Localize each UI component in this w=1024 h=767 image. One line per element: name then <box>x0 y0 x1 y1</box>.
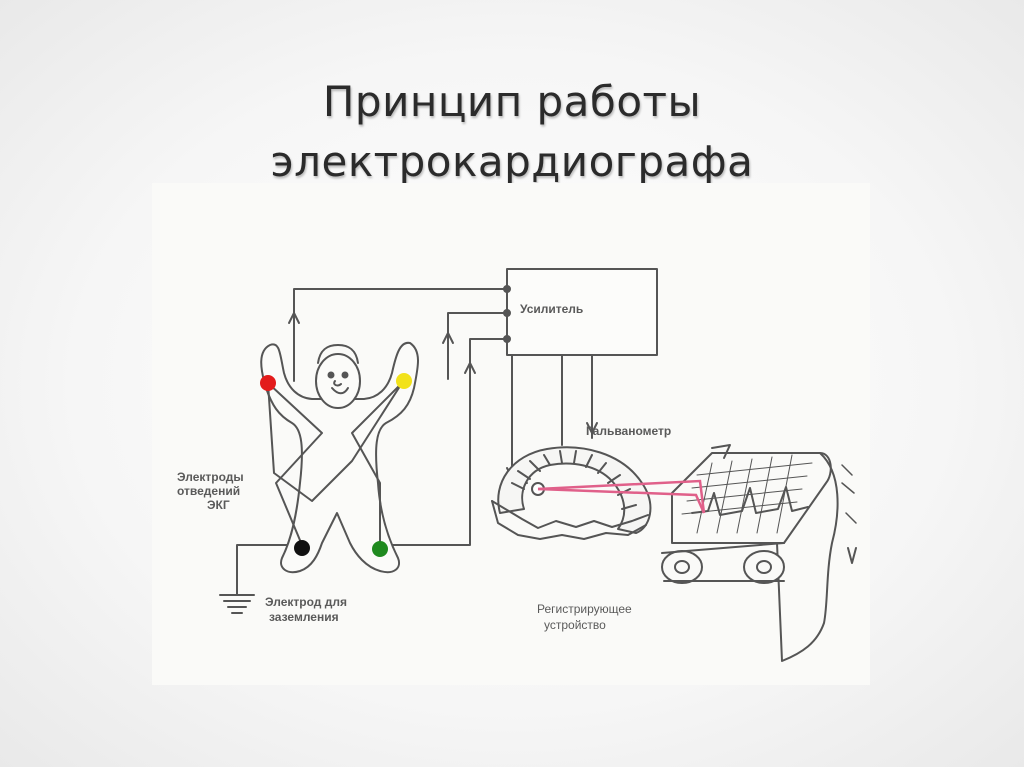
roller-right <box>743 550 785 584</box>
lead-wire-3 <box>351 382 403 546</box>
person-head <box>315 353 361 409</box>
lead-wire-2 <box>267 382 323 546</box>
title-line-2: электрокардиографа <box>270 137 754 186</box>
title-line-1: Принцип работы <box>322 77 702 126</box>
electrode-left-arm <box>396 373 412 389</box>
amplifier-box <box>506 268 658 356</box>
wire-right-arm <box>293 288 508 382</box>
ground-electrode-label-1: Электрод для <box>265 595 347 609</box>
lead-electrodes-label-3: ЭКГ <box>207 498 230 512</box>
ecg-diagram-svg: Усилитель Гальванометр Электроды отведен… <box>177 268 857 662</box>
lead-wire-1 <box>267 382 403 502</box>
slide-title: Принцип работы электрокардиографа <box>0 72 1024 192</box>
ecg-trace <box>691 486 809 516</box>
recorder-label-2: устройство <box>544 618 606 632</box>
ecg-diagram: Усилитель Гальванометр Электроды отведен… <box>152 183 870 685</box>
ground-electrode-label-2: заземления <box>269 610 339 624</box>
wire-left-leg <box>386 338 508 546</box>
person-body <box>260 341 419 574</box>
light-beam <box>537 479 706 514</box>
galvanometer-label: Гальванометр <box>586 424 671 438</box>
recorder-label-1: Регистрирующее <box>537 602 632 616</box>
electrode-left-leg <box>372 541 388 557</box>
lead-electrodes-label-2: отведений <box>177 484 240 498</box>
electrode-right-arm <box>260 375 276 391</box>
electrode-right-leg <box>294 540 310 556</box>
wire-left-arm <box>447 312 508 380</box>
wire-ground <box>236 544 301 596</box>
roller-left <box>661 550 703 584</box>
lead-electrodes-label-1: Электроды <box>177 470 244 484</box>
amplifier-label: Усилитель <box>520 302 583 316</box>
